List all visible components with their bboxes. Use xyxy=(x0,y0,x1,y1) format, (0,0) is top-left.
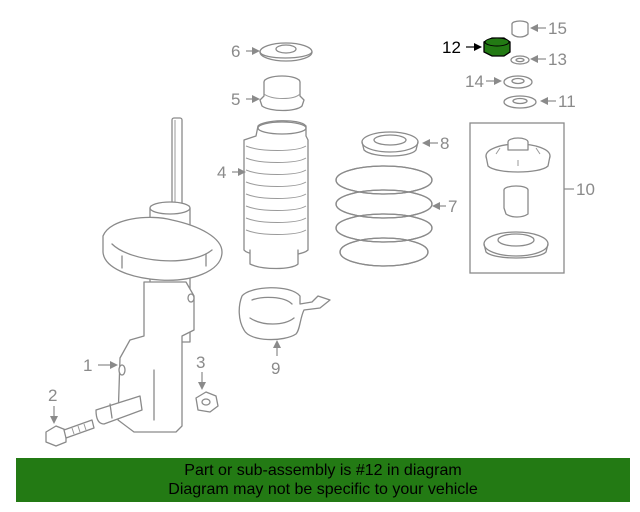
washer-14 xyxy=(503,75,533,89)
washer-13 xyxy=(510,55,530,65)
callout-11: 11 xyxy=(558,92,576,111)
washer-11 xyxy=(503,95,537,109)
callout-15: 15 xyxy=(548,19,567,38)
callout-3: 3 xyxy=(196,353,205,372)
bolt xyxy=(45,419,95,447)
lower-spring-seat xyxy=(238,287,331,341)
dust-boot xyxy=(243,120,309,270)
callout-10: 10 xyxy=(576,180,595,199)
callout-12: 12 xyxy=(442,38,461,57)
callout-arrows xyxy=(50,24,574,424)
coil-spring xyxy=(335,165,433,267)
callout-2: 2 xyxy=(48,386,57,405)
callout-labels: 1 2 3 4 5 6 7 8 9 10 11 12 13 14 15 xyxy=(48,19,595,405)
callout-5: 5 xyxy=(231,90,240,109)
banner-line-part: Part or sub-assembly is #12 in diagram xyxy=(184,462,462,479)
nut xyxy=(195,391,219,413)
part-12-highlighted xyxy=(483,37,511,57)
spring-insulator xyxy=(361,131,419,157)
cap-15 xyxy=(511,20,529,38)
bump-stop xyxy=(259,75,305,112)
callout-14: 14 xyxy=(465,72,484,91)
upper-insulator xyxy=(259,42,313,62)
callout-7: 7 xyxy=(448,197,457,216)
callout-1: 1 xyxy=(83,356,92,375)
callout-6: 6 xyxy=(231,42,240,61)
callout-4: 4 xyxy=(217,163,226,182)
callout-8: 8 xyxy=(440,134,449,153)
banner-line-disclaimer: Diagram may not be specific to your vehi… xyxy=(168,481,478,498)
part-info-banner: Part or sub-assembly is #12 in diagram D… xyxy=(16,458,630,502)
strut-assembly xyxy=(95,117,223,433)
callout-9: 9 xyxy=(271,359,280,378)
parts-diagram: 1 2 3 4 5 6 7 8 9 10 11 12 13 14 15 xyxy=(45,19,595,447)
callout-13: 13 xyxy=(548,50,567,69)
upper-mount-assembly xyxy=(469,122,565,274)
